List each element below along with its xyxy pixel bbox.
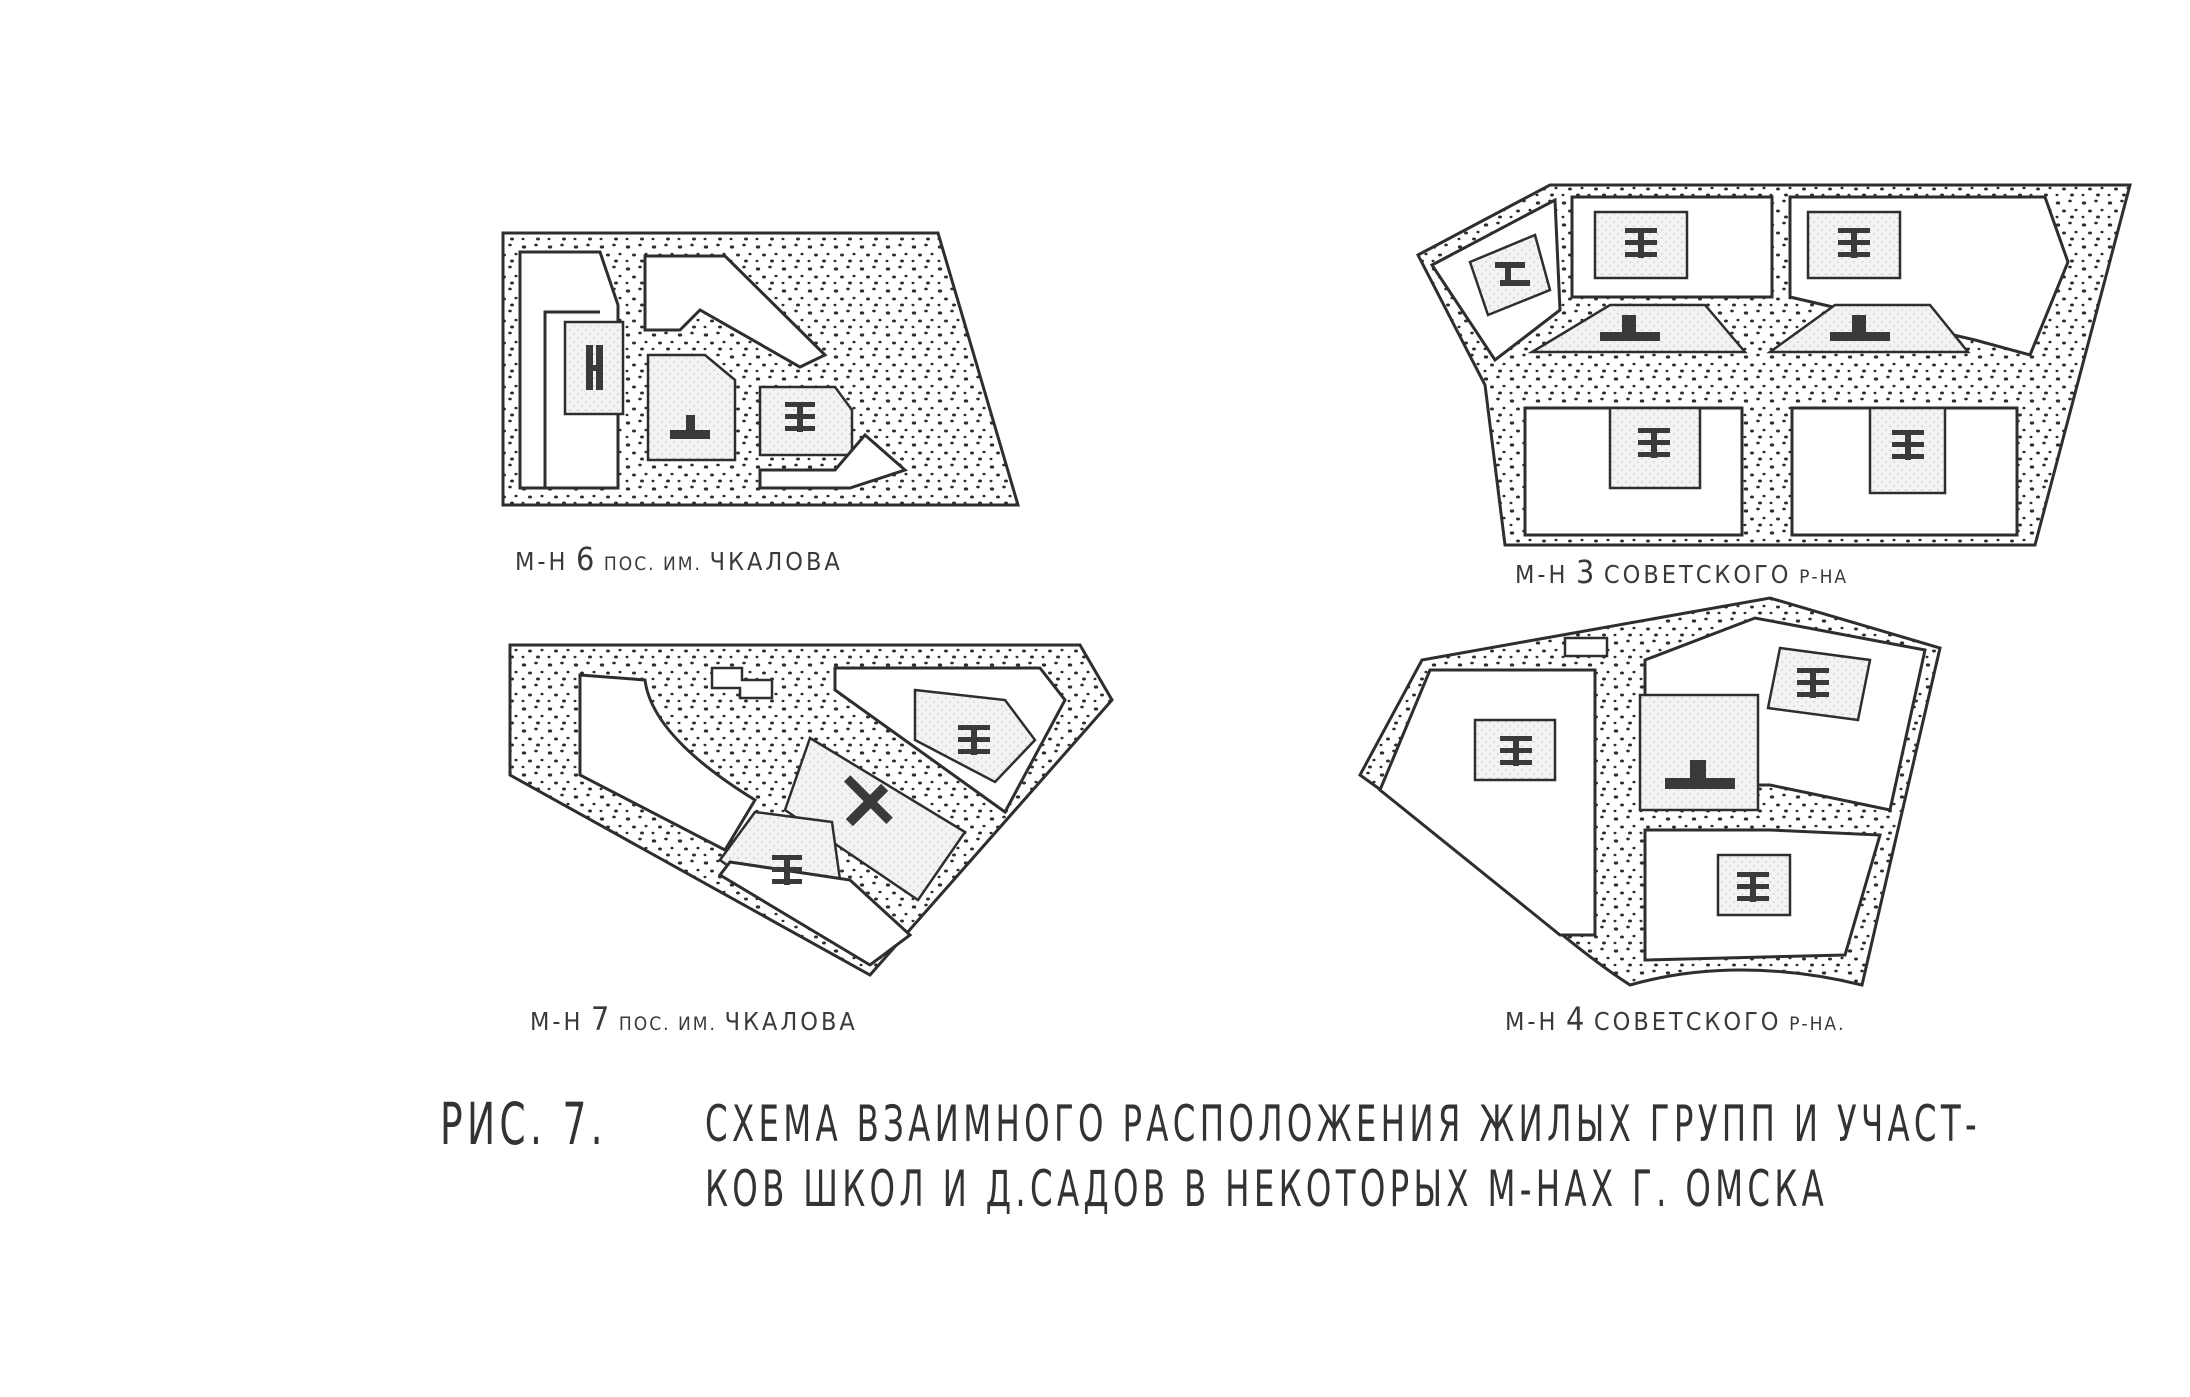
plan-7-small-building <box>710 666 774 700</box>
plan-7 <box>508 643 1114 977</box>
label-plan-4-suffix: СОВЕТСКОГО <box>1593 1007 1782 1036</box>
label-plan-6-name: ЧКАЛОВА <box>709 547 843 576</box>
plan-7-buildings <box>772 725 990 885</box>
label-plan-6-prefix: М-Н <box>515 547 569 576</box>
plan-6-buildings <box>586 345 815 439</box>
figure-caption-line-2: КОВ ШКОЛ И Д.САДОВ В НЕКОТОРЫХ М-НАХ Г. … <box>705 1160 1829 1218</box>
label-plan-7-number: 7 <box>591 1000 612 1038</box>
label-plan-6-number: 6 <box>576 540 597 578</box>
label-plan-4-name: Р-НА. <box>1789 1013 1846 1035</box>
plan-6-school-2 <box>758 385 854 457</box>
plan-6-upper-block <box>643 254 828 369</box>
plan-3 <box>1415 183 2132 547</box>
label-plan-4-prefix: М-Н <box>1505 1007 1559 1036</box>
plan-4-kindergarten <box>1638 693 1760 812</box>
plan-6-kindergarten <box>646 353 737 462</box>
label-plan-3-suffix: СОВЕТСКОГО <box>1603 560 1792 589</box>
plan-4-lot-a <box>1378 668 1597 937</box>
plan-3-kindergarten-b <box>1766 303 1971 354</box>
label-plan-3-name: Р-НА <box>1799 566 1849 588</box>
plan-4 <box>1358 596 1942 987</box>
plan-4-buildings <box>1500 668 1829 902</box>
plan-3-kindergarten-a <box>1527 303 1748 354</box>
plan-4-small-building <box>1563 636 1609 658</box>
label-plan-7-suffix: ПОС. ИМ. <box>618 1013 717 1035</box>
plan-7-large-lot <box>578 673 758 852</box>
label-plan-7: М-Н 7 ПОС. ИМ. ЧКАЛОВА <box>530 1000 858 1038</box>
label-plan-3-number: 3 <box>1576 553 1597 591</box>
figure-number: РИС. 7. <box>440 1090 607 1158</box>
plan-6 <box>501 231 1021 507</box>
label-plan-4: М-Н 4 СОВЕТСКОГО Р-НА. <box>1505 1000 1846 1038</box>
plan-6-lower-strip <box>758 432 908 490</box>
plan-7-bottom-lot <box>717 860 913 967</box>
label-plan-6: М-Н 6 ПОС. ИМ. ЧКАЛОВА <box>515 540 843 578</box>
label-plan-7-name: ЧКАЛОВА <box>724 1007 858 1036</box>
figure-caption-line-1: СХЕМА ВЗАИМНОГО РАСПОЛОЖЕНИЯ ЖИЛЫХ ГРУПП… <box>705 1095 1981 1153</box>
plan-3-buildings <box>1495 228 1924 460</box>
label-plan-3-prefix: М-Н <box>1515 560 1569 589</box>
plan-6-outline <box>501 231 1021 507</box>
plan-7-kindergarten <box>783 736 967 902</box>
label-plan-3: М-Н 3 СОВЕТСКОГО Р-НА <box>1515 553 1848 591</box>
label-plan-4-number: 4 <box>1566 1000 1587 1038</box>
label-plan-7-prefix: М-Н <box>530 1007 584 1036</box>
label-plan-6-suffix: ПОС. ИМ. <box>603 553 702 575</box>
